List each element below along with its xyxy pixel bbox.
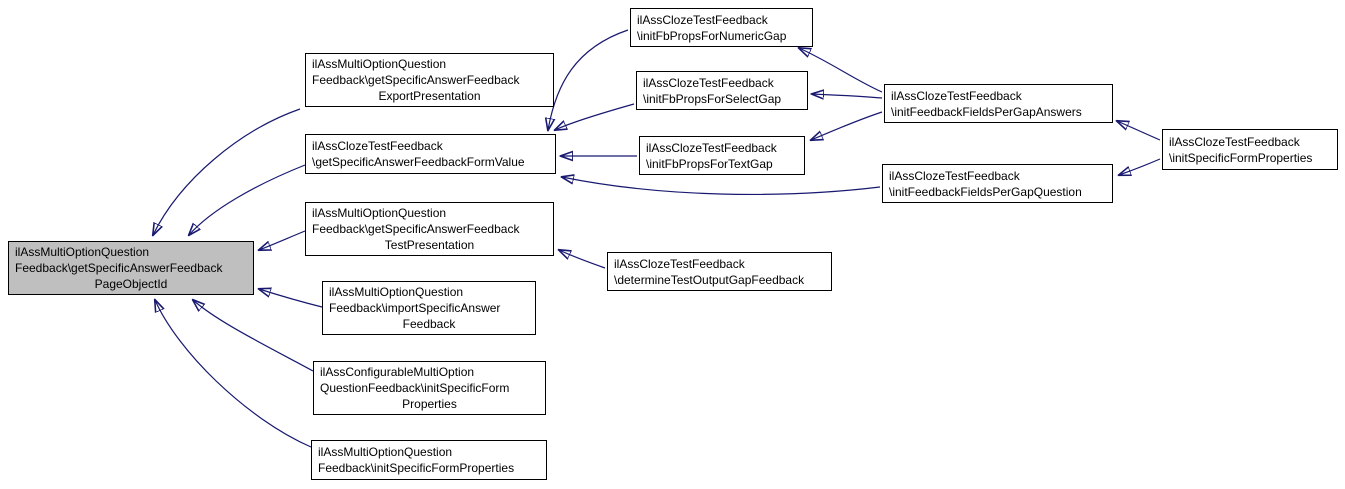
- edge-cloze-init-props-to-per-gap-question: [1119, 158, 1161, 175]
- edge-numeric-gap-to-form-value: [548, 29, 629, 130]
- node-label-line: \initFeedbackFieldsPerGapAnswers: [891, 104, 1082, 119]
- edge-per-gap-question-to-form-value: [562, 177, 881, 196]
- edge-multi-option-init-props-to-main: [155, 300, 312, 448]
- node-label-line: ilAssMultiOptionQuestion: [312, 57, 447, 71]
- node-label-line: ilAssConfigurableMultiOption: [320, 365, 475, 379]
- node-label-line: Feedback\getSpecificAnswerFeedback: [312, 73, 520, 87]
- node-label-line: ExportPresentation: [378, 89, 481, 103]
- edge-export-presentation-to-main: [153, 108, 301, 235]
- node-init-fb-props-for-numeric-gap[interactable]: ilAssClozeTestFeedback \initFbPropsForNu…: [630, 8, 813, 47]
- node-label-line: \initFbPropsForSelectGap: [643, 91, 782, 106]
- edge-configurable-init-props-to-main: [193, 300, 314, 372]
- edge-per-gap-answers-to-select-gap: [812, 94, 883, 98]
- edge-per-gap-answers-to-numeric-gap: [799, 48, 883, 93]
- node-label-line: ilAssMultiOptionQuestion: [318, 445, 453, 459]
- edge-determine-test-output-to-test-presentation: [559, 250, 606, 269]
- node-init-fb-props-for-select-gap[interactable]: ilAssClozeTestFeedback \initFbPropsForSe…: [636, 71, 808, 110]
- node-multi-option-init-specific-form-properties[interactable]: ilAssMultiOptionQuestion Feedback\initSp…: [311, 440, 547, 480]
- node-label-line: Feedback\initSpecificFormProperties: [318, 461, 515, 475]
- node-label-line: \initFeedbackFieldsPerGapQuestion: [889, 184, 1082, 199]
- node-determine-test-output-gap-feedback[interactable]: ilAssClozeTestFeedback \determineTestOut…: [607, 252, 832, 291]
- node-label-line: PageObjectId: [94, 277, 168, 291]
- node-label-line: ilAssClozeTestFeedback: [312, 139, 443, 153]
- node-label-line: \initSpecificFormProperties: [1169, 150, 1313, 165]
- edge-test-presentation-to-main: [259, 230, 306, 250]
- node-label-line: \getSpecificAnswerFeedbackFormValue: [312, 155, 525, 169]
- node-label-line: Feedback\getSpecificAnswerFeedback: [15, 261, 223, 275]
- node-get-specific-answer-feedback-form-value[interactable]: ilAssClozeTestFeedback \getSpecificAnswe…: [305, 134, 556, 174]
- node-label-line: ilAssClozeTestFeedback: [643, 75, 774, 90]
- node-label-line: Feedback: [402, 317, 456, 331]
- node-label-line: Properties: [402, 397, 457, 411]
- node-get-specific-answer-feedback-export-presentation[interactable]: ilAssMultiOptionQuestion Feedback\getSpe…: [305, 53, 554, 107]
- node-label-line: ilAssClozeTestFeedback: [891, 88, 1022, 103]
- node-label-line: ilAssMultiOptionQuestion: [15, 245, 150, 259]
- edge-form-value-to-main: [189, 164, 306, 235]
- node-cloze-init-specific-form-properties[interactable]: ilAssClozeTestFeedback \initSpecificForm…: [1162, 129, 1338, 170]
- node-get-specific-answer-feedback-page-object-id: ilAssMultiOptionQuestion Feedback\getSpe…: [8, 241, 254, 295]
- node-label-line: \determineTestOutputGapFeedback: [614, 272, 805, 287]
- node-configurable-init-specific-form-properties[interactable]: ilAssConfigurableMultiOption QuestionFee…: [313, 361, 546, 415]
- node-label-line: ilAssClozeTestFeedback: [646, 140, 777, 155]
- node-label-line: \initFbPropsForTextGap: [646, 156, 773, 171]
- edge-import-feedback-to-main: [259, 289, 323, 308]
- node-label-line: TestPresentation: [384, 238, 475, 252]
- node-init-feedback-fields-per-gap-answers[interactable]: ilAssClozeTestFeedback \initFeedbackFiel…: [884, 84, 1113, 123]
- edge-select-gap-to-form-value: [555, 103, 635, 130]
- node-label-line: ilAssClozeTestFeedback: [1169, 134, 1300, 149]
- node-label-line: QuestionFeedback\initSpecificForm: [320, 381, 510, 395]
- node-label-line: \initFbPropsForNumericGap: [637, 28, 787, 43]
- node-label-line: ilAssClozeTestFeedback: [889, 168, 1020, 183]
- node-label-line: ilAssMultiOptionQuestion: [329, 285, 464, 299]
- node-label-line: ilAssMultiOptionQuestion: [312, 206, 447, 220]
- node-label-line: Feedback\importSpecificAnswer: [329, 301, 501, 315]
- node-import-specific-answer-feedback[interactable]: ilAssMultiOptionQuestion Feedback\import…: [322, 281, 536, 335]
- edge-per-gap-answers-to-text-gap: [811, 111, 883, 140]
- node-init-fb-props-for-text-gap[interactable]: ilAssClozeTestFeedback \initFbPropsForTe…: [639, 136, 805, 175]
- node-get-specific-answer-feedback-test-presentation[interactable]: ilAssMultiOptionQuestion Feedback\getSpe…: [305, 202, 554, 256]
- edge-cloze-init-props-to-per-gap-answers: [1117, 121, 1161, 141]
- node-label-line: ilAssClozeTestFeedback: [614, 256, 745, 271]
- node-label-line: Feedback\getSpecificAnswerFeedback: [312, 222, 520, 236]
- node-init-feedback-fields-per-gap-question[interactable]: ilAssClozeTestFeedback \initFeedbackFiel…: [882, 164, 1113, 203]
- node-label-line: ilAssClozeTestFeedback: [637, 12, 768, 27]
